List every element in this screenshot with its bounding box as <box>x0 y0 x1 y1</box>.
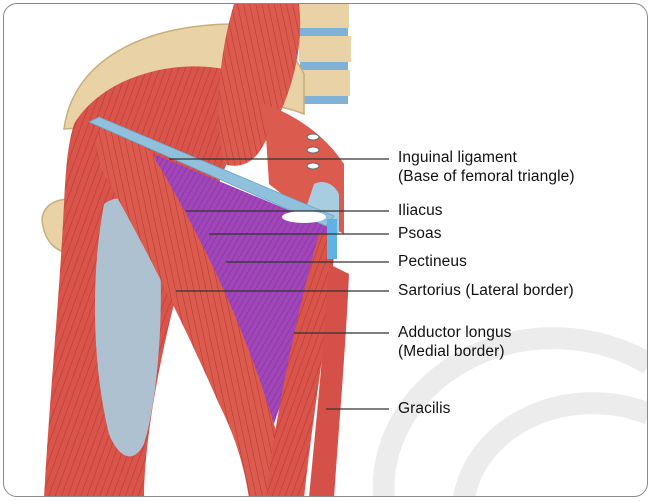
label-adductor-longus: Adductor longus (Medial border) <box>398 323 512 361</box>
femoral-vessel <box>327 219 337 259</box>
label-psoas: Psoas <box>398 224 442 243</box>
femoral-triangle-illustration <box>4 4 648 497</box>
label-sartorius: Sartorius (Lateral border) <box>398 281 574 300</box>
label-pectineus: Pectineus <box>398 252 467 271</box>
label-inguinal-ligament: Inguinal ligament (Base of femoral trian… <box>398 148 575 186</box>
ring-markers <box>307 134 319 169</box>
vertebrae <box>299 4 351 104</box>
label-gracilis: Gracilis <box>398 399 450 418</box>
vessel-opening <box>282 211 326 223</box>
figure-frame: Inguinal ligament (Base of femoral trian… <box>3 3 648 497</box>
label-iliacus: Iliacus <box>398 201 443 220</box>
